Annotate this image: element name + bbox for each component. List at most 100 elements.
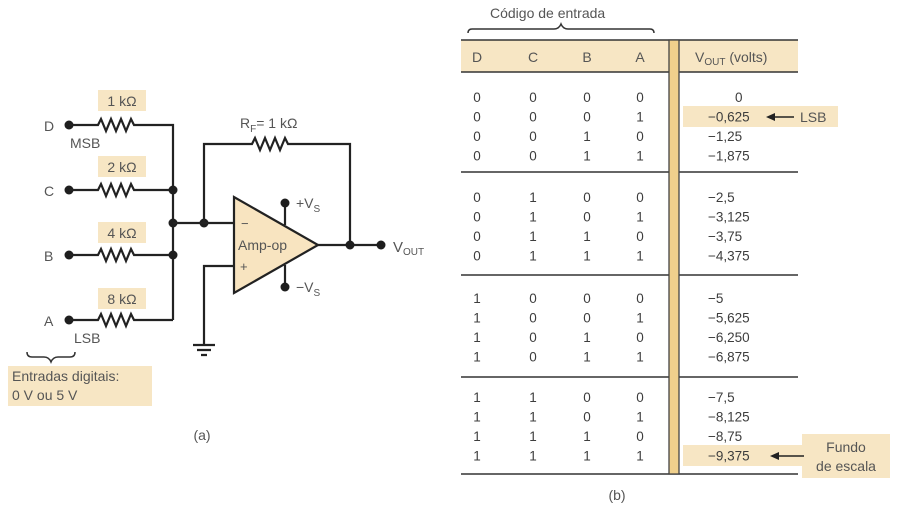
- bit-cell: 0: [529, 291, 537, 306]
- vs-minus-terminal: [280, 282, 290, 292]
- vout-cell: −8,75: [708, 429, 742, 444]
- feedback-resistor: [202, 135, 352, 245]
- vout-cell: −1,25: [708, 129, 742, 144]
- bit-cell: 1: [529, 249, 537, 264]
- bit-cell: 1: [583, 249, 591, 264]
- bit-cell: 1: [583, 129, 591, 144]
- bit-cell: 1: [636, 311, 644, 326]
- fullscale-line-2: de escala: [816, 458, 876, 474]
- note-bg: [8, 366, 152, 406]
- lsb-annotation: LSB: [800, 109, 826, 125]
- bit-cell: 0: [529, 330, 537, 345]
- bit-cell: 0: [529, 311, 537, 326]
- bit-cell: 1: [473, 350, 481, 365]
- bit-cell: 0: [636, 129, 644, 144]
- bit-cell: 1: [529, 390, 537, 405]
- bit-cell: 0: [529, 90, 537, 105]
- bit-cell: 1: [583, 149, 591, 164]
- resistor-label-bg: [98, 288, 146, 309]
- ground-icon: [193, 343, 215, 357]
- bit-cell: 0: [473, 90, 481, 105]
- junction-dot: [168, 250, 178, 260]
- bit-cell: 1: [583, 330, 591, 345]
- vout-header: VOUT (volts): [695, 49, 767, 68]
- bit-cell: 0: [583, 390, 591, 405]
- resistor-label-bg: [98, 90, 146, 111]
- bit-cell: 0: [529, 350, 537, 365]
- vout-cell: −7,5: [708, 390, 735, 405]
- vout-cell: −3,75: [708, 229, 742, 244]
- bit-cell: 0: [473, 149, 481, 164]
- bit-cell: 0: [473, 210, 481, 225]
- bit-cell: 1: [583, 429, 591, 444]
- resistor-c-value: 2 kΩ: [107, 159, 136, 175]
- input-c-label: C: [44, 183, 54, 199]
- bit-cell: 0: [583, 90, 591, 105]
- column-header-a: A: [635, 49, 645, 65]
- lsb-row-highlight: [683, 106, 838, 127]
- ground-wire: [202, 264, 234, 345]
- bit-cell: 1: [636, 449, 644, 464]
- bit-cell: 0: [636, 229, 644, 244]
- noninverting-input-sign: +: [240, 259, 248, 274]
- bit-cell: 0: [636, 330, 644, 345]
- bit-cell: 1: [529, 410, 537, 425]
- input-d-label: D: [44, 118, 54, 134]
- opamp-symbol: [232, 195, 321, 295]
- table-row: 1 1 0 0 −7,5: [473, 390, 734, 405]
- resistor-label-bg: [98, 222, 146, 243]
- caption-b: (b): [608, 487, 625, 503]
- opamp-label: Amp-op: [238, 237, 287, 253]
- inputs-brace: [26, 351, 76, 365]
- vout-cell: −2,5: [708, 190, 735, 205]
- bit-cell: 1: [473, 311, 481, 326]
- header-bg: [461, 40, 798, 72]
- lsb-label: LSB: [74, 330, 100, 346]
- resistor-d-value: 1 kΩ: [107, 93, 136, 109]
- vout-cell: −1,875: [708, 149, 750, 164]
- note-line-2: 0 V ou 5 V: [12, 387, 78, 403]
- junction-dot: [168, 185, 178, 195]
- fullscale-line-1: Fundo: [826, 439, 866, 455]
- resistor-d: [69, 116, 175, 320]
- bit-cell: 1: [473, 330, 481, 345]
- bit-cell: 1: [636, 249, 644, 264]
- bit-cell: 1: [473, 410, 481, 425]
- vs-minus-label: −VS: [296, 279, 321, 299]
- bit-cell: 1: [636, 410, 644, 425]
- fullscale-arrowhead: [770, 452, 779, 460]
- lsb-arrowhead: [766, 113, 775, 121]
- vout-label: VOUT: [393, 239, 424, 258]
- bit-cell: 0: [529, 110, 537, 125]
- bit-cell: 1: [473, 390, 481, 405]
- bit-cell: 1: [636, 350, 644, 365]
- fullscale-row-highlight: [683, 445, 803, 466]
- junction-dot: [345, 240, 355, 250]
- bit-cell: 0: [583, 210, 591, 225]
- vs-plus-terminal: [280, 198, 290, 208]
- bit-cell: 1: [529, 449, 537, 464]
- feedback-label: RF= 1 kΩ: [240, 115, 297, 135]
- vout-cell: −9,375: [708, 449, 750, 464]
- vs-plus-label: +VS: [296, 195, 321, 215]
- table-row: 1 0 1 0 −6,250: [473, 330, 749, 345]
- vout-cell: −6,250: [708, 330, 750, 345]
- input-code-brace: [467, 21, 655, 34]
- bit-cell: 0: [636, 429, 644, 444]
- bit-cell: 1: [529, 190, 537, 205]
- bit-cell: 0: [636, 90, 644, 105]
- bit-cell: 0: [636, 390, 644, 405]
- bit-cell: 0: [473, 229, 481, 244]
- bit-cell: 1: [583, 350, 591, 365]
- input-a-label: A: [44, 313, 54, 329]
